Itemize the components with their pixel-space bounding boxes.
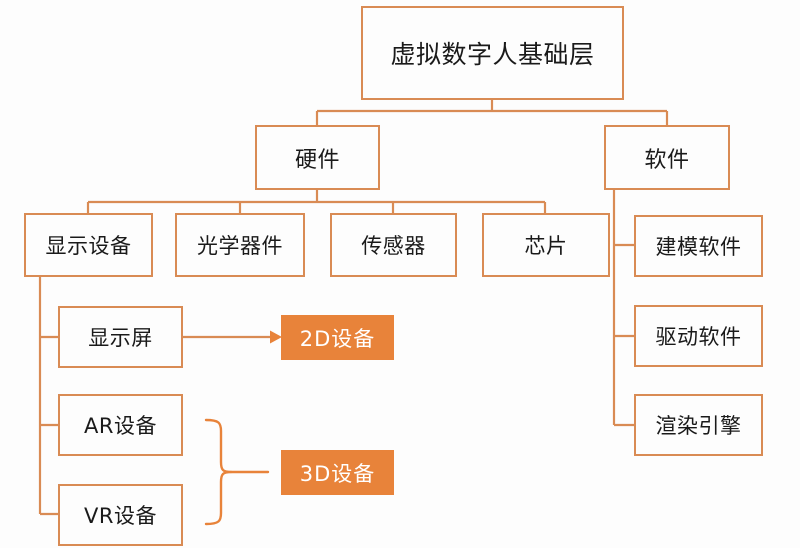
- node-ar-device-label: AR设备: [84, 414, 157, 438]
- node-hardware[interactable]: 硬件: [255, 125, 380, 190]
- node-display-screen[interactable]: 显示屏: [58, 306, 183, 368]
- node-2d-device-label: 2D设备: [299, 326, 376, 351]
- node-software-label: 软件: [644, 147, 690, 173]
- node-root[interactable]: 虚拟数字人基础层: [361, 6, 624, 100]
- node-vr-device-label: VR设备: [84, 504, 157, 528]
- node-render-engine[interactable]: 渲染引擎: [634, 394, 763, 456]
- node-ar-device[interactable]: AR设备: [58, 394, 183, 456]
- node-display-devices[interactable]: 显示设备: [24, 213, 153, 277]
- node-3d-device-tag[interactable]: 3D设备: [281, 450, 394, 495]
- node-display-devices-label: 显示设备: [45, 234, 132, 258]
- node-optical-components[interactable]: 光学器件: [175, 213, 305, 277]
- node-vr-device[interactable]: VR设备: [58, 484, 183, 546]
- node-2d-device-tag[interactable]: 2D设备: [281, 315, 394, 360]
- brace-ar-vr: [204, 418, 233, 526]
- node-display-screen-label: 显示屏: [88, 326, 153, 350]
- node-driver-software-label: 驱动软件: [655, 325, 742, 349]
- node-hardware-label: 硬件: [294, 147, 340, 173]
- node-software[interactable]: 软件: [604, 125, 730, 190]
- node-modeling-software-label: 建模软件: [655, 235, 742, 259]
- node-root-label: 虚拟数字人基础层: [390, 40, 595, 69]
- node-sensors-label: 传感器: [361, 234, 426, 258]
- node-chips[interactable]: 芯片: [482, 213, 610, 277]
- node-sensors[interactable]: 传感器: [330, 213, 457, 277]
- node-render-engine-label: 渲染引擎: [655, 414, 742, 438]
- node-chips-label: 芯片: [524, 234, 568, 258]
- node-3d-device-label: 3D设备: [299, 461, 376, 486]
- node-optical-components-label: 光学器件: [197, 234, 283, 258]
- node-driver-software[interactable]: 驱动软件: [634, 305, 763, 367]
- node-modeling-software[interactable]: 建模软件: [634, 215, 763, 277]
